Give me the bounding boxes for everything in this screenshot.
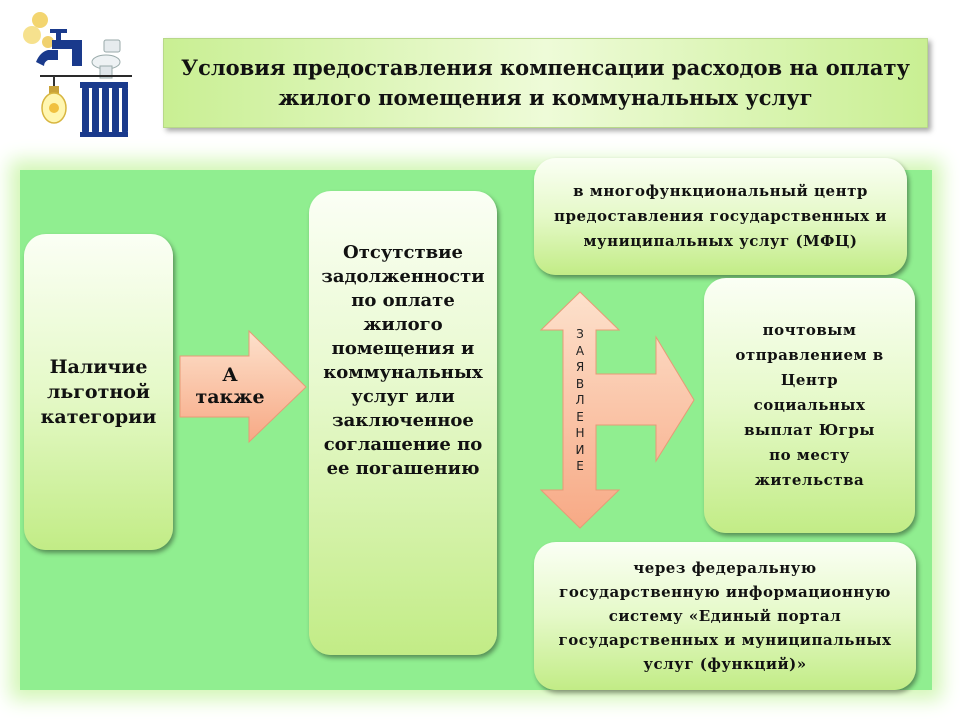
card-line: услуг или — [351, 386, 455, 407]
light-bulb-icon — [41, 76, 67, 124]
card-line: льготной — [46, 380, 151, 403]
card-line: в многофункциональный центр — [573, 182, 868, 200]
portal-option-card: через федеральную государственную информ… — [534, 542, 916, 690]
card-line: систему «Единый портал — [608, 607, 842, 625]
card-line: Наличие — [49, 355, 148, 378]
card-line: государственную информационную — [559, 583, 891, 601]
title-line-2: жилого помещения и коммунальных услуг — [278, 85, 813, 110]
card-line: почтовым — [762, 321, 857, 339]
application-letter: Н — [575, 426, 585, 440]
application-letter: Я — [575, 360, 585, 374]
card-line: коммунальных — [323, 362, 483, 383]
benefit-category-card: Наличие льготной категории — [24, 234, 173, 550]
also-label-line-1: А — [222, 364, 238, 386]
card-line: Отсутствие — [343, 242, 463, 263]
card-line: предоставления государственных и — [554, 207, 887, 225]
card-line: социальных — [753, 396, 866, 414]
card-line: жилого — [363, 314, 443, 335]
mfc-option-card: в многофункциональный центр предоставлен… — [534, 158, 907, 275]
also-label-line-2: также — [195, 386, 265, 408]
card-line: услуг (функций)» — [643, 655, 807, 673]
page-title: Условия предоставления компенсации расхо… — [163, 38, 928, 128]
application-letter: А — [575, 343, 585, 358]
also-arrow-shape — [179, 329, 307, 444]
application-letter: Е — [576, 409, 584, 424]
card-line: соглашение по — [323, 434, 483, 455]
card-line: задолженности — [321, 266, 485, 287]
title-line-1: Условия предоставления компенсации расхо… — [181, 55, 910, 80]
radiator-icon — [80, 82, 128, 137]
card-line: отправлением в — [735, 346, 884, 364]
card-line: жительства — [754, 471, 865, 489]
faucet-icon — [36, 29, 82, 66]
card-line: выплат Югры — [744, 421, 875, 439]
card-line: муниципальных услуг (МФЦ) — [583, 232, 858, 250]
utilities-logo — [23, 12, 132, 137]
card-line: государственных и муниципальных — [558, 631, 892, 649]
application-letter: Е — [576, 459, 584, 473]
post-option-card: почтовым отправлением в Центр социальных… — [704, 278, 915, 533]
also-label: А также — [180, 364, 280, 408]
no-debt-card: Отсутствие задолженности по оплате жилог… — [309, 191, 497, 655]
card-line: помещения и — [331, 338, 475, 359]
card-line: заключенное — [332, 410, 474, 431]
card-line: по месту — [769, 446, 850, 464]
application-arrow-shape — [539, 291, 695, 529]
application-letter: Л — [575, 393, 585, 407]
toilet-icon — [91, 39, 121, 79]
application-letter: И — [575, 442, 585, 457]
application-letter: В — [575, 376, 585, 391]
coins-icon — [23, 12, 54, 48]
application-vertical-label: З А Я В Л Е Н И Е — [566, 326, 594, 475]
card-line: категории — [40, 405, 157, 428]
card-line: Центр — [780, 371, 839, 389]
card-line: через федеральную — [633, 559, 817, 577]
card-line: ее погашению — [326, 458, 480, 479]
application-letter: З — [576, 327, 584, 341]
card-line: по оплате — [351, 290, 455, 311]
